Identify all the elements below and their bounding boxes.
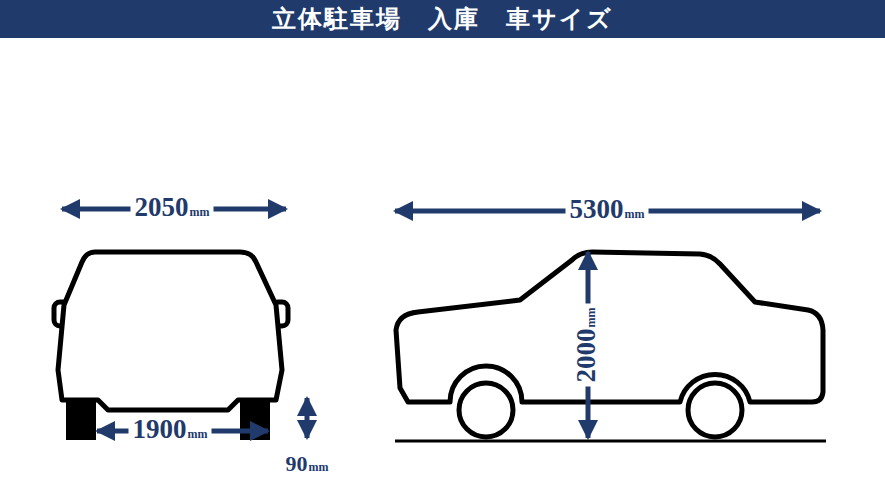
side-view <box>395 252 826 441</box>
front-view <box>54 252 288 440</box>
dimension-label: 2000mm <box>571 304 606 387</box>
dimension-label: 2050mm <box>131 192 214 227</box>
dimension-label: 90mm <box>282 449 333 482</box>
dimension-arrows <box>62 209 820 438</box>
dimension-label: 5300mm <box>566 194 649 229</box>
dimension-label: 1900mm <box>129 414 212 449</box>
page-title: 立体駐車場 入庫 車サイズ <box>0 0 885 38</box>
